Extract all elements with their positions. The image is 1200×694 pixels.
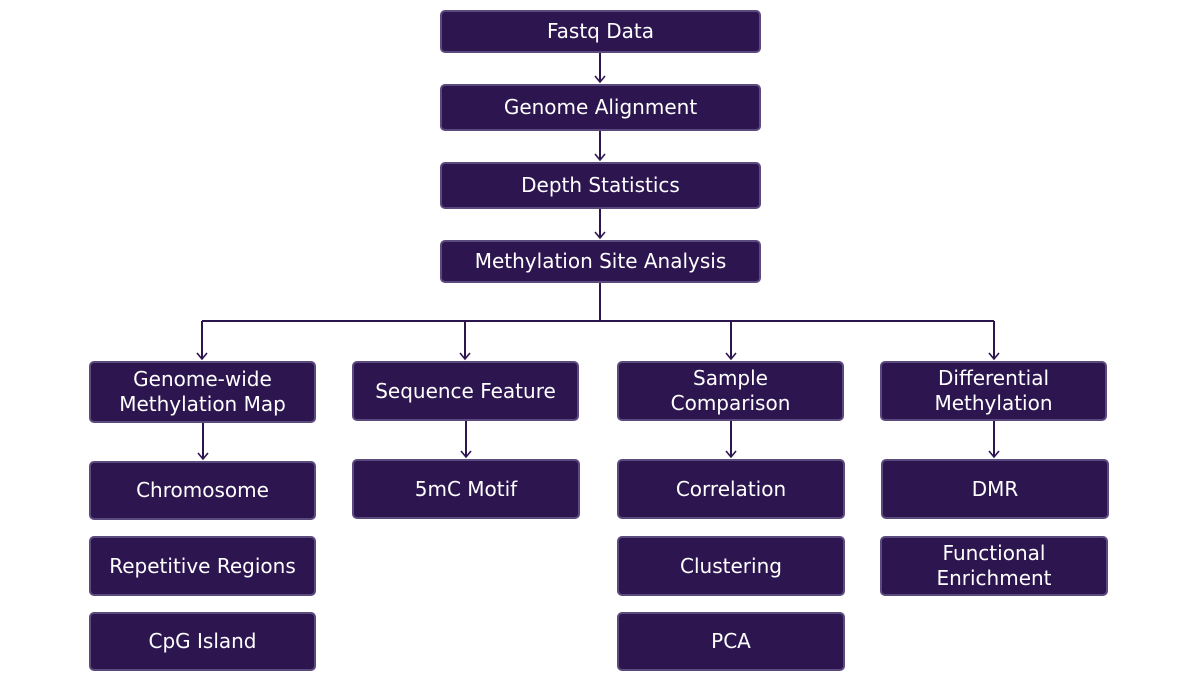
node-methylation-site-analysis: Methylation Site Analysis (440, 240, 761, 283)
node-correlation: Correlation (617, 459, 845, 519)
node-chromosome: Chromosome (89, 461, 316, 520)
node-cpg-island: CpG Island (89, 612, 316, 671)
node-differential-methylation: Differential Methylation (880, 361, 1107, 421)
node-repetitive-regions: Repetitive Regions (89, 536, 316, 596)
node-clustering: Clustering (617, 536, 845, 596)
node-genome-wide-methylation-map: Genome-wide Methylation Map (89, 361, 316, 423)
node-5mc-motif: 5mC Motif (352, 459, 580, 519)
node-fastq-data: Fastq Data (440, 10, 761, 53)
node-pca: PCA (617, 612, 845, 671)
node-functional-enrichment: Functional Enrichment (880, 536, 1108, 596)
node-depth-statistics: Depth Statistics (440, 162, 761, 209)
node-genome-alignment: Genome Alignment (440, 84, 761, 131)
node-sequence-feature: Sequence Feature (352, 361, 579, 421)
node-dmr: DMR (881, 459, 1109, 519)
node-sample-comparison: Sample Comparison (617, 361, 844, 421)
